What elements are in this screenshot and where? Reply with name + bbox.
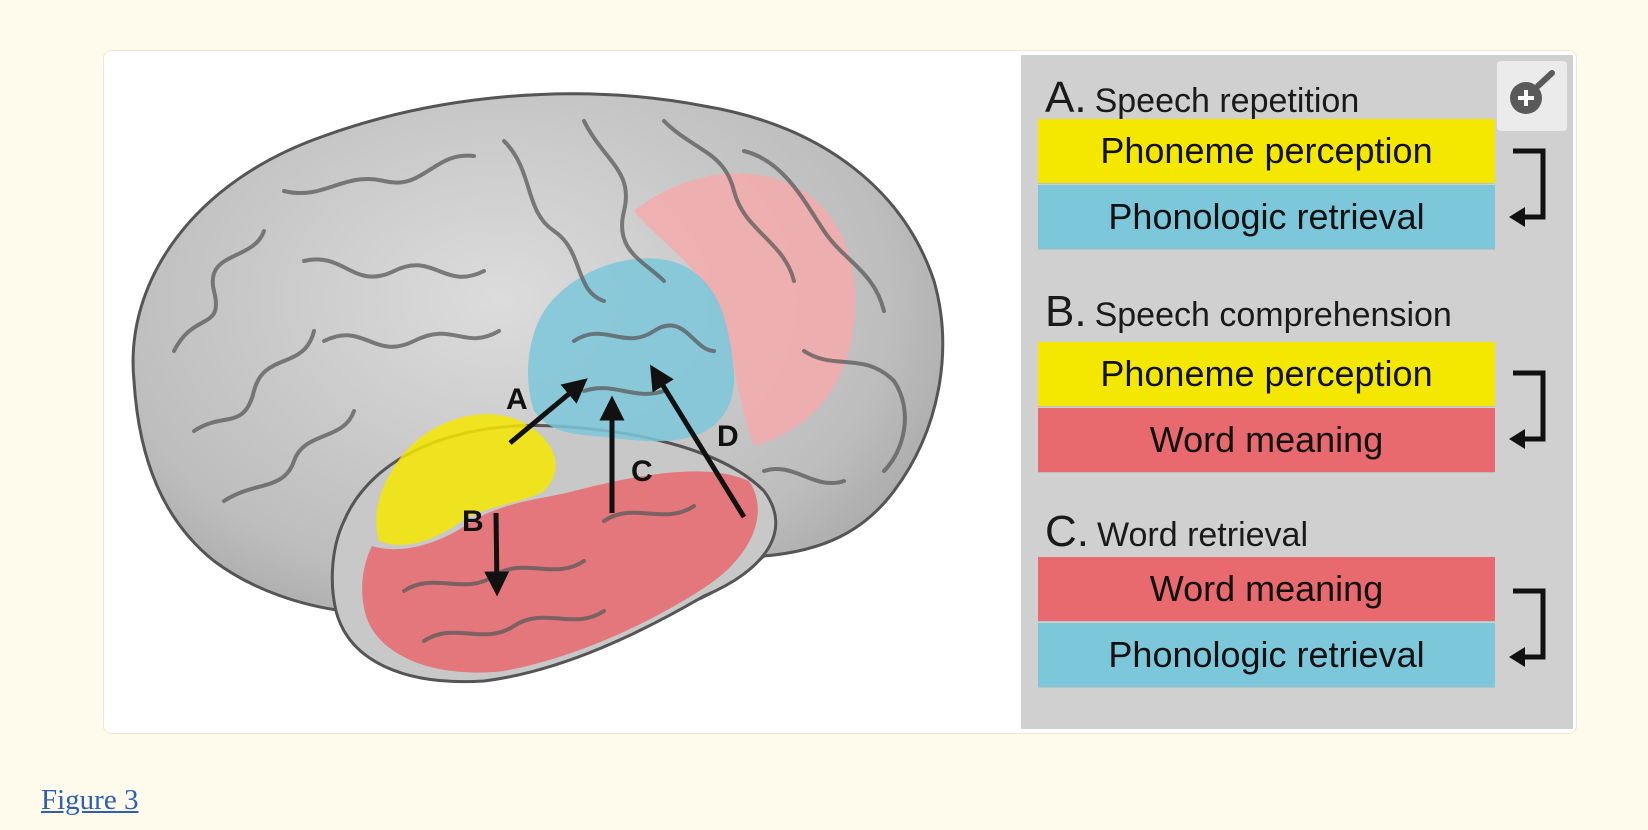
section-c-title: C.Word retrieval [1045,507,1309,556]
section-c-bracket-arrow [1509,588,1546,667]
section-a-bracket-arrow [1509,148,1546,227]
section-c-box-2: Phonologic retrieval [1038,623,1495,687]
figure-link[interactable]: Figure 3 [41,784,139,816]
arrow-a [508,378,588,445]
brain-illustration: A B C D [104,51,1017,733]
figure-card: A B C D A.Speech repetition Phoneme perc… [103,50,1577,734]
section-a-title: A.Speech repetition [1045,73,1360,122]
yellow-region [376,414,556,545]
arrow-b-label: B [462,505,484,538]
arrows [484,364,747,597]
legend-panel: A.Speech repetition Phoneme perception P… [1021,55,1573,729]
red-region-upper [634,173,856,446]
section-c-letter: C [1045,507,1077,556]
section-a-box-1: Phoneme perception [1038,119,1495,183]
section-b-box-2: Word meaning [1038,408,1495,472]
red-region-lower [362,471,758,673]
section-b-letter: B [1045,287,1075,336]
arrow-c-label: C [631,455,653,488]
zoom-in-button[interactable] [1497,61,1567,131]
arrow-d [650,364,747,519]
arrow-a-label: A [506,383,528,416]
section-c-label: Word retrieval [1097,516,1309,554]
section-a-letter: A [1045,73,1075,122]
section-a-box-2: Phonologic retrieval [1038,185,1495,249]
arrow-d-label: D [717,420,739,453]
section-b-title: B.Speech comprehension [1045,287,1452,336]
gyri-texture [172,119,907,643]
section-a-label: Speech repetition [1094,82,1360,120]
arrow-b [484,512,510,597]
zoom-in-icon [1510,70,1555,114]
section-b-bracket-arrow [1509,370,1546,449]
section-b-box-1: Phoneme perception [1038,342,1495,406]
section-c-box-1: Word meaning [1038,557,1495,621]
section-b-label: Speech comprehension [1094,296,1452,334]
